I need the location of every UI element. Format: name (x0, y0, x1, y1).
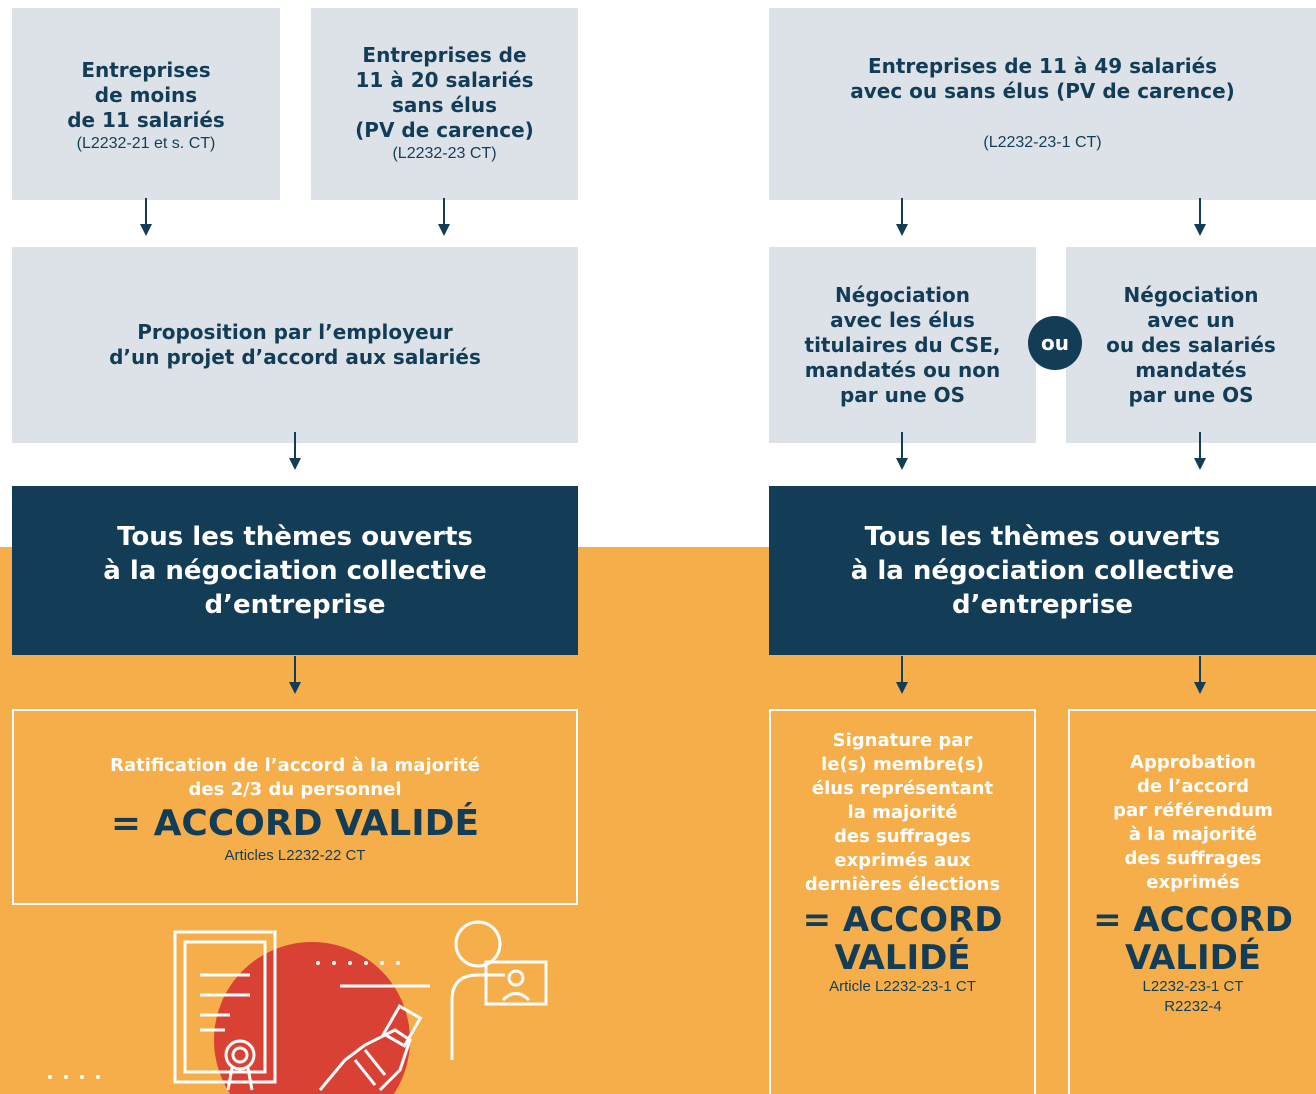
box-enterprises-11-49: Entreprises de 11 à 49 salariés avec ou … (769, 8, 1316, 200)
box-title-line: dernières élections (804, 874, 1001, 895)
accord-valide-label: = ACCORD (802, 900, 1003, 940)
box-enterprises-moins-11: Entreprises de moins de 11 salariés (L22… (12, 8, 280, 200)
box-title-line: Entreprises (81, 57, 211, 82)
arrow-down-icon (896, 656, 908, 694)
ou-badge: ou (1028, 316, 1082, 370)
box-title-line: Négociation (835, 282, 970, 307)
box-enterprises-11-20: Entreprises de 11 à 20 salariés sans élu… (311, 8, 578, 200)
box-title-line: à la négociation collective (850, 555, 1235, 586)
box-title-line: par référendum (1113, 800, 1273, 821)
box-title-line: Négociation (1123, 282, 1259, 307)
arrow-down-icon (289, 656, 301, 694)
box-title-line: élus représentant (811, 778, 994, 799)
box-title-line: par une OS (1128, 382, 1254, 407)
box-themes-negociation: Tous les thèmes ouverts à la négociation… (769, 486, 1316, 655)
video-call-icon (450, 920, 548, 1060)
box-title-line: exprimés aux (834, 850, 971, 871)
legal-reference: R2232-4 (1164, 998, 1222, 1015)
box-proposition-employeur: Proposition par l’employeur d’un projet … (12, 247, 578, 443)
box-title-line: le(s) membre(s) (821, 754, 984, 775)
box-title-line: 11 à 20 salariés (355, 68, 534, 92)
handshake-icon (318, 1004, 423, 1092)
dots-decoration (48, 961, 400, 1079)
legal-reference: (L2232-23-1 CT) (983, 134, 1102, 151)
arrow-down-icon (1194, 198, 1206, 236)
box-title-line: titulaires du CSE, (804, 332, 1001, 357)
accord-valide-label: = ACCORD VALIDÉ (110, 803, 480, 844)
box-title-line: mandatés (1135, 357, 1247, 382)
box-title-line: à la négociation collective (103, 555, 487, 586)
box-title-line: d’entreprise (204, 589, 386, 620)
red-circle-decoration (214, 942, 410, 1094)
box-themes-negociation: Tous les thèmes ouverts à la négociation… (12, 486, 578, 655)
box-title-line: exprimés (1146, 872, 1240, 893)
box-negociation-salaries: Négociation avec un ou des salariés mand… (1066, 247, 1316, 443)
legal-reference: (L2232-23 CT) (392, 145, 497, 162)
legal-reference: Articles L2232-22 CT (224, 847, 366, 864)
box-negociation-elus: Négociation avec les élus titulaires du … (769, 247, 1036, 443)
box-title-line: de 11 salariés (67, 107, 225, 132)
box-signature-elus: Signature par le(s) membre(s) élus repré… (769, 709, 1036, 1094)
box-title-line: (PV de carence) (355, 118, 534, 142)
box-title-line: Signature par (832, 730, 973, 751)
box-title-line: d’entreprise (952, 589, 1133, 620)
legal-reference: (L2232-21 et s. CT) (76, 134, 216, 152)
arrow-down-icon (1194, 656, 1206, 694)
legal-reference: L2232-23-1 CT (1142, 978, 1244, 995)
box-title-line: la majorité (847, 802, 958, 823)
box-title-line: des suffrages (833, 826, 971, 847)
box-title-line: des suffrages (1124, 848, 1262, 869)
box-ratification: Ratification de l’accord à la majorité d… (12, 709, 578, 905)
box-title-line: avec un (1147, 307, 1235, 332)
accord-valide-label: VALIDÉ (1124, 938, 1262, 978)
box-title-line: d’un projet d’accord aux salariés (109, 345, 481, 369)
box-approbation-referendum: Approbation de l’accord par référendum à… (1068, 709, 1316, 1094)
box-title-line: ou des salariés (1106, 332, 1276, 357)
box-title-line: Proposition par l’employeur (137, 320, 453, 344)
box-title-line: Approbation (1130, 752, 1256, 773)
box-title-line: de l’accord (1137, 776, 1249, 797)
box-title-line: Entreprises de 11 à 49 salariés (867, 54, 1218, 78)
legal-reference: Article L2232-23-1 CT (829, 978, 976, 995)
box-title-line: de moins (94, 82, 198, 107)
accord-valide-label: VALIDÉ (834, 938, 971, 978)
illustration (48, 920, 548, 1094)
arrow-down-icon (1194, 432, 1206, 470)
box-title-line: par une OS (839, 382, 966, 407)
arrow-down-icon (896, 432, 908, 470)
box-title-line: Ratification de l’accord à la majorité (110, 755, 480, 776)
box-title-line: Tous les thèmes ouverts (864, 521, 1221, 552)
box-title-line: sans élus (391, 93, 498, 117)
box-title-line: à la majorité (1128, 824, 1258, 845)
box-title-line: des 2/3 du personnel (188, 779, 402, 800)
arrow-down-icon (289, 432, 301, 470)
box-title-line: mandatés ou non (804, 357, 1001, 382)
box-title-line: avec ou sans élus (PV de carence) (850, 79, 1235, 103)
accord-valide-label: = ACCORD (1093, 900, 1293, 940)
box-title-line: avec les élus (830, 307, 975, 332)
box-title-line: Tous les thèmes ouverts (117, 521, 473, 552)
certificate-icon (173, 930, 277, 1091)
box-title-line: Entreprises de (362, 43, 527, 67)
arrow-down-icon (896, 198, 908, 236)
arrow-down-icon (438, 198, 450, 236)
arrow-down-icon (140, 198, 152, 236)
